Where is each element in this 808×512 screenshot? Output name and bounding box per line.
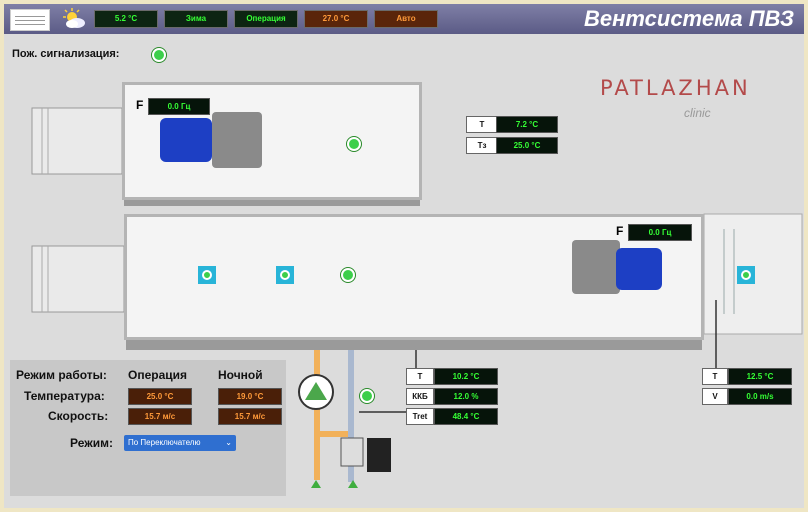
speed-operation-input[interactable]: 15.7 м/с	[128, 408, 192, 425]
mode-select[interactable]: По Переключателю ⌄	[124, 435, 236, 451]
heater-valve-tag: ККБ	[406, 388, 434, 405]
heater-valve-display: 12.0 %	[434, 388, 498, 405]
supply-temp-display: 12.5 °C	[728, 368, 792, 385]
header-bar: 5.2 °C Зима Операция 27.0 °C Авто Вентси…	[4, 4, 804, 34]
fire-alarm-label: Пож. сигнализация:	[12, 48, 120, 60]
supply-fan-blower	[572, 240, 620, 294]
logo-brand: PATLAZHAN	[600, 76, 751, 100]
weather-icon	[63, 8, 85, 28]
temp-night-input[interactable]: 19.0 °C	[218, 388, 282, 405]
col-operation-header: Операция	[128, 368, 188, 382]
room-temp-display: 7.2 °C	[496, 116, 558, 133]
supply-fan-freq-display: 0.0 Гц	[628, 224, 692, 241]
season-display: Зима	[164, 10, 228, 28]
heater-temp-display: 10.2 °C	[434, 368, 498, 385]
room-temp-tag: T	[466, 116, 498, 133]
damper-status-1	[198, 266, 216, 284]
mode-label: Режим работы:	[16, 368, 107, 382]
page-title: Вентсистема ПВЗ	[583, 6, 794, 31]
outdoor-temp-display: 5.2 °C	[94, 10, 158, 28]
exhaust-filter-status	[347, 137, 361, 151]
heater-temp-tag: T	[406, 368, 434, 385]
speed-label: Скорость:	[48, 409, 109, 423]
return-temp-display: 48.4 °C	[434, 408, 498, 425]
chevron-down-icon: ⌄	[225, 438, 232, 447]
col-night-header: Ночной	[218, 368, 263, 382]
mode-select-value: По Переключателю	[128, 438, 201, 447]
outlet-damper-status	[737, 266, 755, 284]
heater-section-status	[341, 268, 355, 282]
clinic-logo: PATLAZHAN clinic	[600, 76, 800, 126]
supply-temp-tag: T	[702, 368, 728, 385]
pump-status	[360, 389, 374, 403]
mode-select-label: Режим:	[70, 436, 113, 450]
lower-unit-base	[126, 340, 702, 350]
temp-operation-input[interactable]: 25.0 °C	[128, 388, 192, 405]
speed-night-input[interactable]: 15.7 м/с	[218, 408, 282, 425]
room-setpoint-tag: Tз	[466, 137, 498, 154]
setpoint-display: 27.0 °C	[304, 10, 368, 28]
exhaust-fan-freq-display: 0.0 Гц	[148, 98, 210, 115]
logo-thumbnail	[10, 9, 50, 31]
fire-alarm-indicator	[152, 48, 166, 62]
exhaust-fan-letter: F	[136, 98, 144, 112]
mode-display[interactable]: Авто	[374, 10, 438, 28]
supply-fan-motor	[616, 248, 662, 290]
mode-panel: Режим работы: Операция Ночной Температур…	[10, 360, 286, 496]
upper-unit-base	[124, 200, 420, 206]
status-display: Операция	[234, 10, 298, 28]
logo-sub: clinic	[684, 106, 711, 120]
supply-fan-letter: F	[616, 224, 624, 238]
room-setpoint-display: 25.0 °C	[496, 137, 558, 154]
temp-label: Температура:	[24, 389, 105, 403]
damper-status-2	[276, 266, 294, 284]
air-velocity-tag: V	[702, 388, 728, 405]
return-temp-tag: Tret	[406, 408, 434, 425]
air-velocity-display: 0.0 m/s	[728, 388, 792, 405]
exhaust-fan-motor	[160, 118, 212, 162]
exhaust-fan-blower	[212, 112, 262, 168]
